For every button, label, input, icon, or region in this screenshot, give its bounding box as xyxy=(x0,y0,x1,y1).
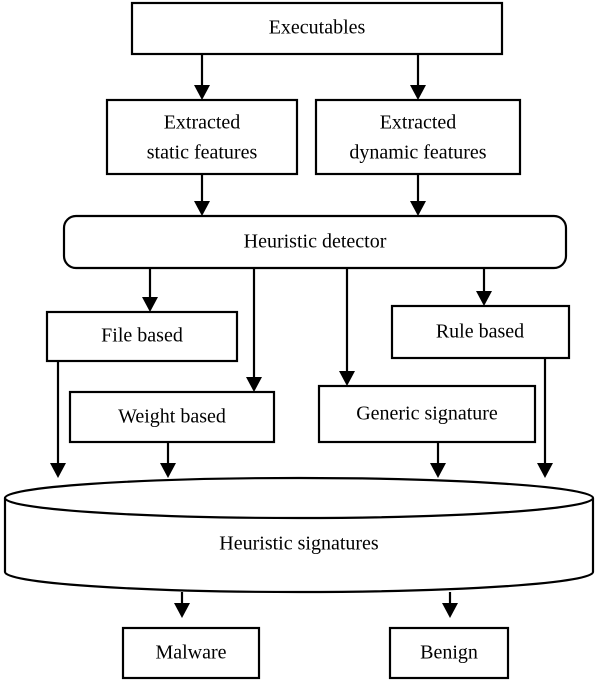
rule-based-box xyxy=(390,304,571,360)
weight-based-box xyxy=(68,390,276,444)
dynamic-features-box xyxy=(314,98,522,176)
arrowhead-generic xyxy=(339,371,355,386)
heuristic-detector-box xyxy=(62,214,568,270)
dynamic-features-node: Extracted dynamic features xyxy=(314,98,522,176)
arrowhead-dynamic xyxy=(410,85,426,100)
rule-based-node: Rule based xyxy=(390,304,571,360)
arrowhead-rule xyxy=(476,291,492,306)
file-based-node: File based xyxy=(45,310,239,363)
arrowhead-weight xyxy=(246,377,262,392)
executables-node: Executables xyxy=(130,1,504,56)
arrowhead-file xyxy=(142,297,158,312)
static-features-label-line1: Extracted xyxy=(164,112,241,134)
weight-based-node: Weight based xyxy=(68,390,276,444)
arrowhead-sig-rule xyxy=(537,463,553,478)
benign-box xyxy=(388,626,510,680)
arrowhead-benign xyxy=(442,603,458,618)
file-based-label: File based xyxy=(101,325,183,347)
arrowhead-detector-right xyxy=(410,201,426,216)
static-features-label-line2: static features xyxy=(147,142,258,164)
edges xyxy=(50,54,553,618)
heuristic-signatures-node: Heuristic signatures xyxy=(3,476,595,594)
heuristic-detector-label: Heuristic detector xyxy=(244,231,387,253)
generic-signature-label: Generic signature xyxy=(356,403,498,425)
malware-box xyxy=(121,626,261,680)
executables-label: Executables xyxy=(269,17,366,39)
malware-label: Malware xyxy=(155,642,226,664)
file-based-box xyxy=(45,310,239,363)
arrowhead-sig-weight xyxy=(160,463,176,478)
static-features-box xyxy=(105,98,299,176)
dynamic-features-label-line2: dynamic features xyxy=(349,142,486,164)
heuristic-signatures-cylinder xyxy=(3,498,595,594)
static-features-node: Extracted static features xyxy=(105,98,299,176)
heuristic-signatures-label: Heuristic signatures xyxy=(219,533,379,555)
arrowhead-malware xyxy=(174,603,190,618)
heuristic-detector-node: Heuristic detector xyxy=(62,214,568,270)
dynamic-features-label-line1: Extracted xyxy=(380,112,457,134)
heuristic-signatures-cylinder-top xyxy=(3,476,595,520)
arrowhead-sig-generic xyxy=(430,463,446,478)
executables-box xyxy=(130,1,504,56)
rule-based-label: Rule based xyxy=(436,321,524,343)
arrowhead-sig-file xyxy=(50,463,66,478)
benign-label: Benign xyxy=(420,642,478,664)
generic-signature-node: Generic signature xyxy=(317,384,537,444)
arrowhead-detector-left xyxy=(194,201,210,216)
weight-based-label: Weight based xyxy=(118,406,226,428)
generic-signature-box xyxy=(317,384,537,444)
arrowhead-static xyxy=(194,85,210,100)
malware-node: Malware xyxy=(121,626,261,680)
benign-node: Benign xyxy=(388,626,510,680)
